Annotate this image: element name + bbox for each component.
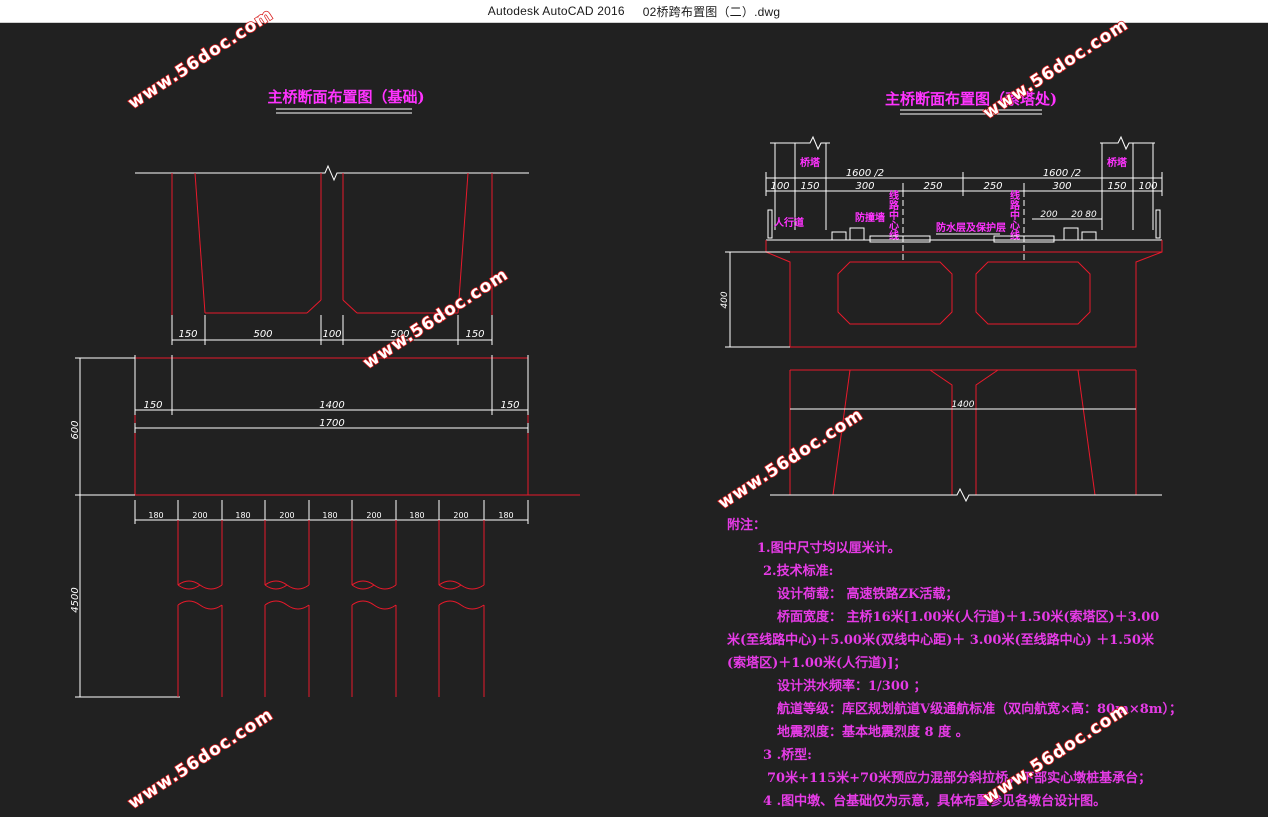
left-view-title: 主桥断面布置图（基础) [267,88,424,106]
half-width-left: 1600 /2 [846,168,884,179]
note-1: 1.图中尺寸均以厘米计。 [757,541,901,556]
dim-mid-2: 1400 [319,400,344,411]
note-4: 4 .图中墩、台基础仅为示意，具体布置参见各墩台设计图。 [763,794,1107,809]
dim-deck-1: 100 [770,181,789,192]
note-2c: 设计洪水频率：1/300 ； [777,679,927,694]
dim-pile-7: 180 [409,511,424,520]
note-2d: 航道等级：库区规划航道Ⅴ级通航标准（双向航宽×高：80m×8m）； [777,702,1183,717]
dim-deck-small-1: 200 [1040,210,1057,220]
dim-mid-1: 150 [143,400,162,411]
note-2b: 桥面宽度： 主桥16米[1.00米(人行道)＋1.50米(索塔区)＋3.00米(… [727,610,1160,671]
piles [177,520,485,697]
box-girder [765,240,1163,348]
center-line-left-label: 线路中心线 [887,189,899,241]
dim-pile-height: 4500 [70,587,81,612]
dim-deck-7: 150 [1107,181,1126,192]
dim-pile-1: 180 [148,511,163,520]
tower-legs [789,369,1137,496]
dim-top-2: 500 [253,329,272,340]
note-2e: 地震烈度：基本地震烈度 8 度 。 [777,725,969,740]
dim-cap-height: 600 [70,420,81,439]
window-title-bar: Autodesk AutoCAD 2016 02桥跨布置图（二）.dwg [0,0,1268,23]
dim-deck-2: 150 [800,181,819,192]
dim-pile-4: 200 [279,511,294,520]
dim-top-5: 150 [465,329,484,340]
dim-deck-4: 250 [923,181,942,192]
label-walkway: 人行道 [774,216,804,229]
dim-top-1: 150 [178,329,197,340]
label-waterproof: 防水层及保护层 [936,221,1006,234]
left-foundation-section: 主桥断面布置图（基础) 150 500 [70,88,580,698]
dim-pile-2: 200 [192,511,207,520]
dim-deck-small-2: 20 [1071,210,1083,220]
right-tower-section: 主桥断面布置图（索塔处) 桥塔 桥塔 1600 /2 1600 /2 [720,90,1163,503]
dim-mid-3: 150 [500,400,519,411]
dim-tower-width: 1400 [952,400,975,410]
note-2a: 设计荷载： 高速铁路ZK活载； [777,587,959,602]
dim-deck-small-3: 80 [1085,210,1097,220]
label-tower-right: 桥塔 [1107,156,1128,169]
file-name: 02桥跨布置图（二）.dwg [642,4,781,19]
label-tower-left: 桥塔 [800,156,821,169]
dim-pile-5: 180 [322,511,337,520]
note-3a: 70米+115米+70米预应力混部分斜拉桥，下部实心墩桩基承台； [767,771,1152,786]
dim-pile-3: 180 [235,511,250,520]
cad-drawing-canvas[interactable]: 主桥断面布置图（基础) 150 500 [0,22,1268,817]
dim-pile-6: 200 [366,511,381,520]
dim-pile-8: 200 [453,511,468,520]
half-width-right: 1600 /2 [1043,168,1081,179]
label-collision-wall: 防撞墙 [855,211,885,224]
dim-top-3: 100 [322,329,341,340]
dim-deck-5: 250 [983,181,1002,192]
dim-total: 1700 [319,418,344,429]
center-line-right-label: 线路中心线 [1008,189,1020,241]
dim-pile-9: 180 [498,511,513,520]
dim-deck-6: 300 [1052,181,1071,192]
design-notes: 附注： 1.图中尺寸均以厘米计。 2.技术标准: 设计荷载： 高速铁路ZK活载；… [727,514,1183,813]
right-view-title: 主桥断面布置图（索塔处) [885,90,1057,108]
dim-girder-height: 400 [720,291,730,308]
app-name: Autodesk AutoCAD 2016 [487,4,625,18]
dim-top-4: 500 [390,329,409,340]
note-2: 2.技术标准: [763,564,834,579]
dim-deck-8: 100 [1138,181,1157,192]
dim-deck-3: 300 [855,181,874,192]
left-pier-outlines [171,172,493,335]
notes-heading: 附注： [727,518,767,533]
note-3: 3 .桥型: [763,748,812,763]
